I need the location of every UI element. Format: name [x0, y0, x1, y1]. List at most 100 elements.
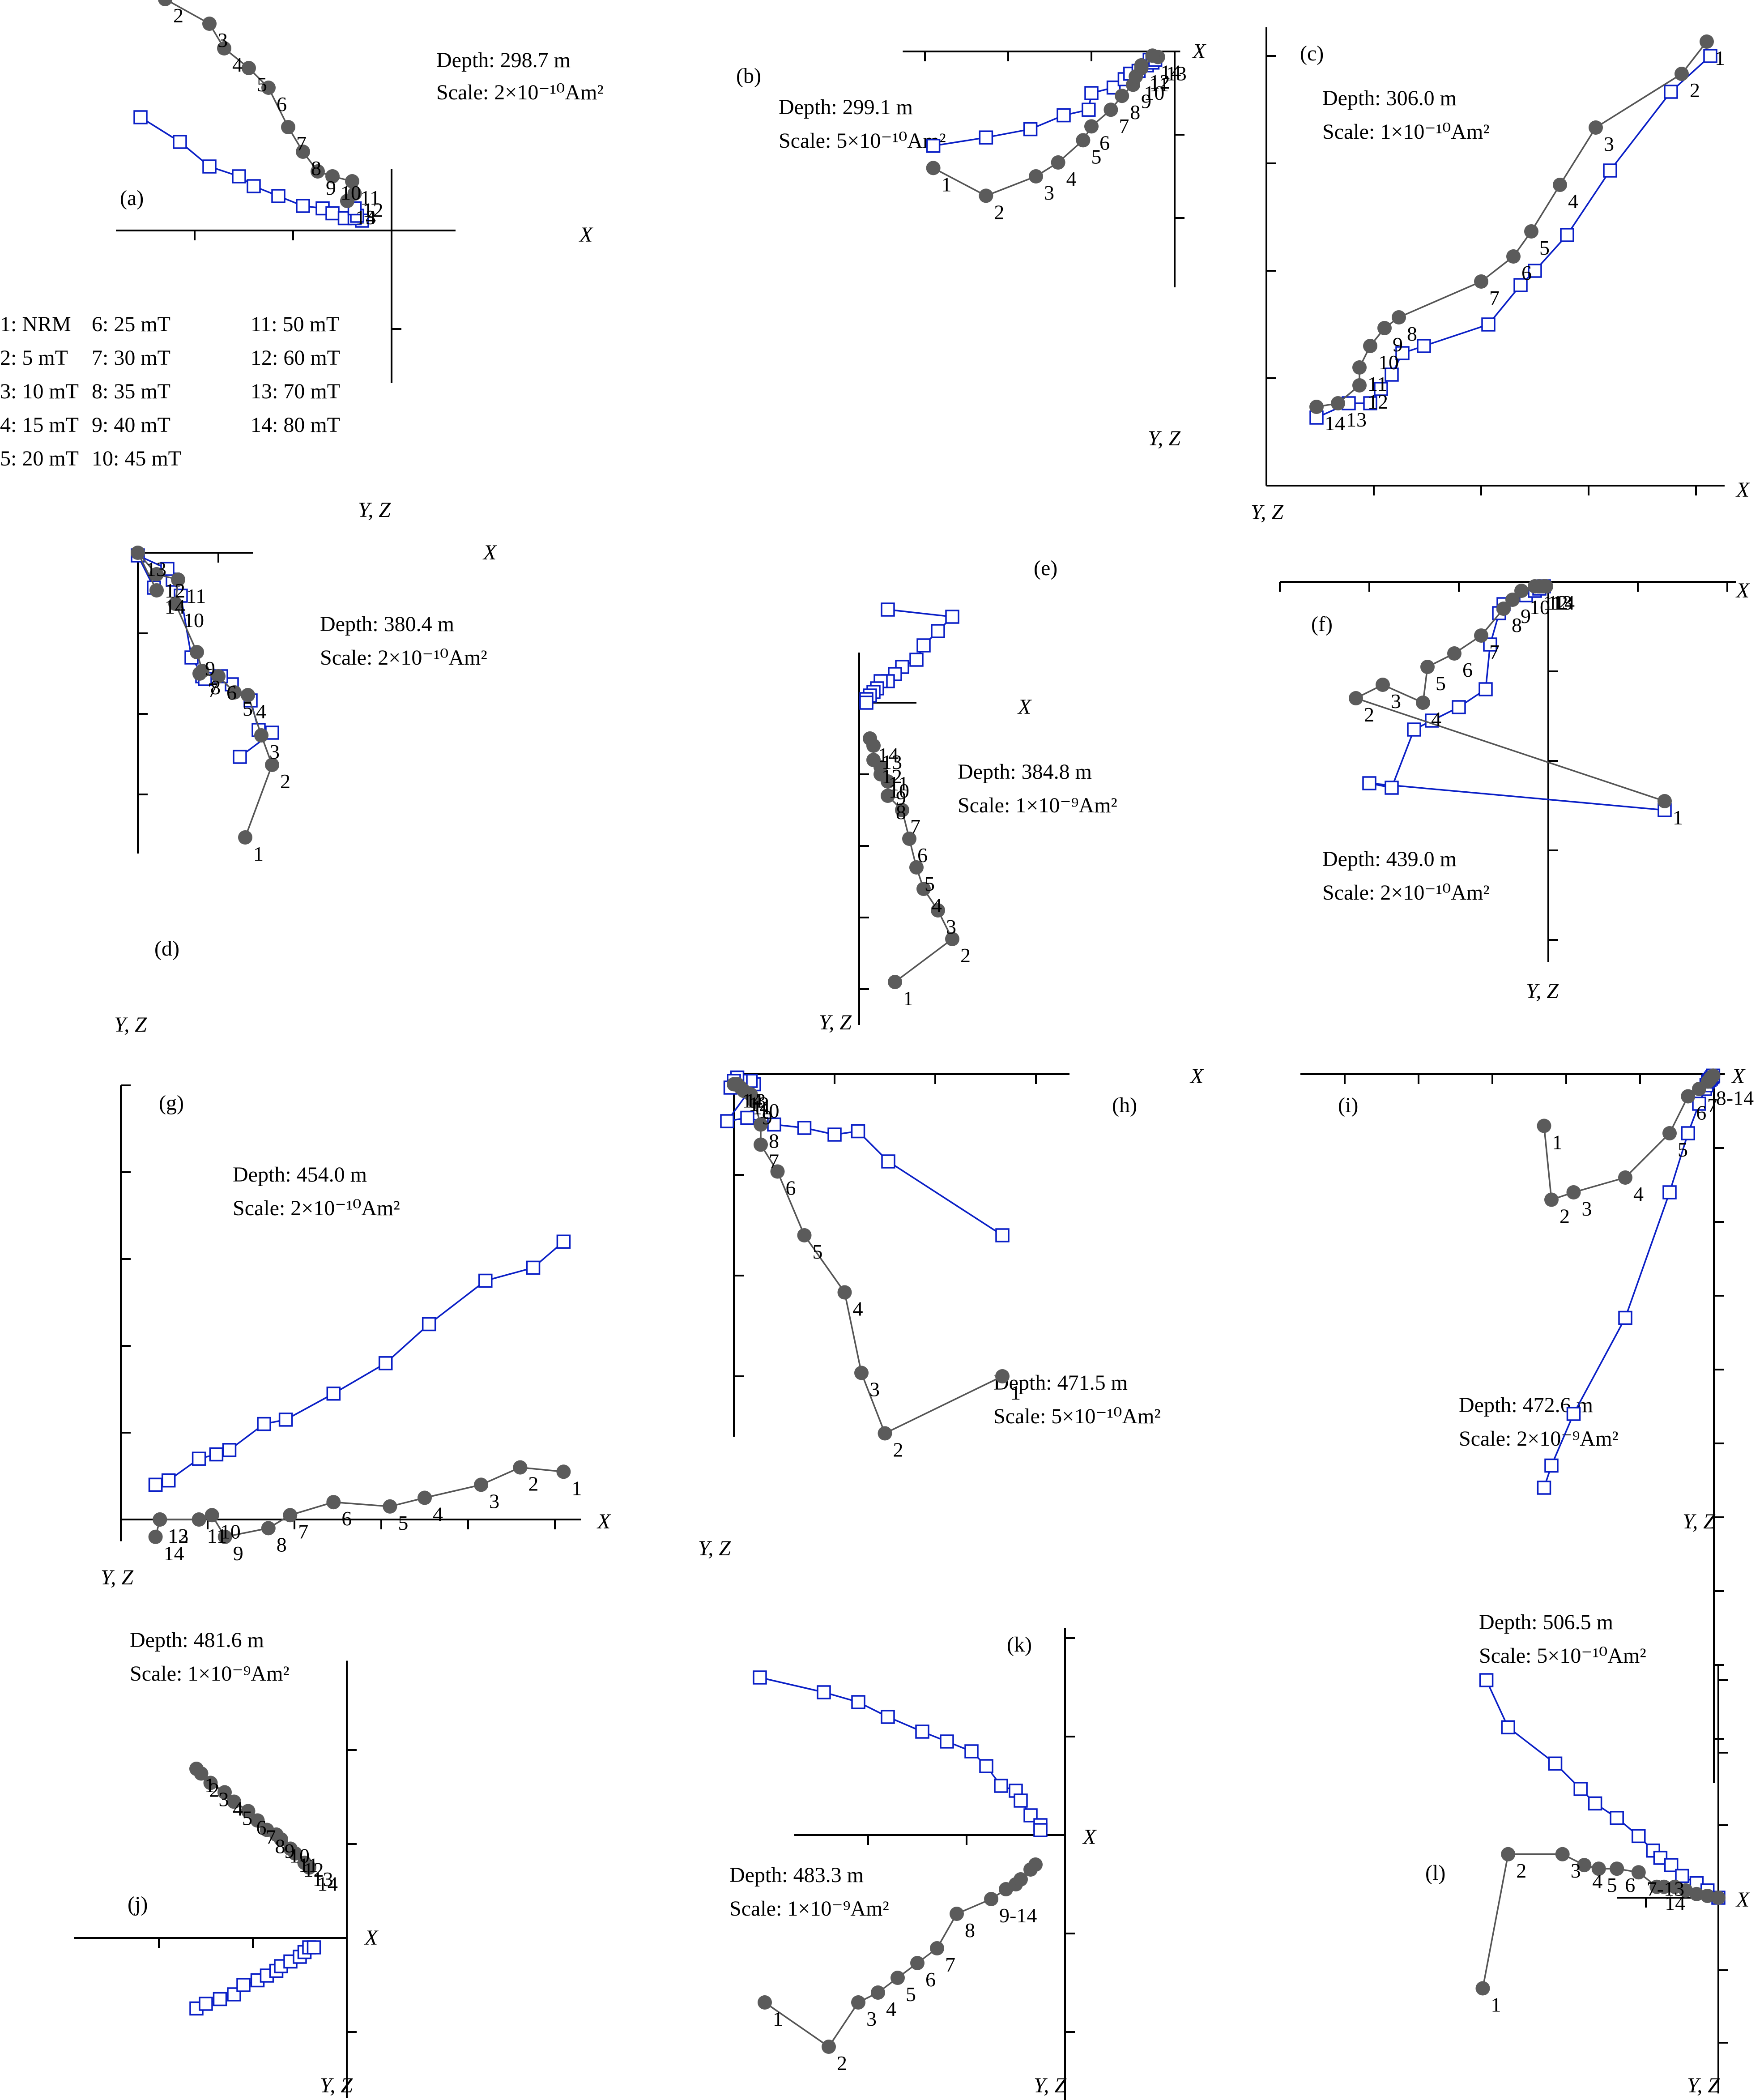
legend-entry: 12: 60 mT	[251, 346, 340, 370]
step-label: 5	[1436, 672, 1446, 695]
horizontal-projection-point	[837, 1285, 852, 1300]
vertical-projection-point	[1481, 317, 1496, 332]
horizontal-projection-point	[1662, 1126, 1677, 1140]
horizontal-projection-point	[281, 120, 295, 134]
horizontal-projection-point	[211, 669, 226, 683]
vertical-projection-line	[759, 1677, 1041, 1830]
step-label: 2	[837, 2052, 847, 2074]
step-label: 3	[946, 915, 956, 938]
horizontal-projection-point	[1474, 274, 1488, 289]
step-label: 14	[317, 1873, 338, 1895]
step-label: 3	[219, 1788, 229, 1811]
step-label: 9-14	[999, 1904, 1037, 1927]
vertical-projection-point	[278, 1413, 293, 1427]
horizontal-projection-point	[1537, 1118, 1551, 1133]
horizontal-projection-point	[754, 1137, 768, 1152]
step-label: 8	[1407, 322, 1417, 345]
scale-label: Scale: 2×10⁻¹⁰Am²	[320, 646, 487, 670]
x-axis-label: X	[1189, 1064, 1204, 1088]
horizontal-projection-point	[340, 194, 354, 208]
horizontal-projection-point	[881, 789, 895, 803]
step-label: 13	[1166, 62, 1187, 85]
horizontal-projection-point	[1475, 1981, 1490, 1996]
vertical-projection-point	[881, 1710, 895, 1724]
step-label: 12	[1150, 70, 1170, 93]
panel-label: (l)	[1425, 1861, 1445, 1885]
horizontal-projection-point	[945, 932, 959, 946]
step-label: 8	[1512, 614, 1522, 636]
scale-label: Scale: 5×10⁻¹⁰Am²	[993, 1404, 1161, 1428]
step-label: 5	[1539, 236, 1550, 259]
vertical-projection-point	[307, 1940, 321, 1955]
step-label: 9	[1521, 605, 1531, 627]
horizontal-projection-point	[891, 1971, 905, 1985]
step-label: 11	[1368, 372, 1387, 395]
horizontal-projection-point	[265, 758, 279, 772]
vertical-projection-point	[1033, 1823, 1048, 1837]
vertical-projection-point	[979, 130, 993, 145]
step-label: 5	[243, 697, 253, 720]
legend-entry: 8: 35 mT	[92, 380, 170, 403]
depth-label: Depth: 384.8 m	[958, 760, 1092, 784]
horizontal-projection-point	[995, 1369, 1010, 1383]
horizontal-projection-point	[274, 1832, 288, 1847]
y-axis-label: Y, Z	[1034, 2074, 1067, 2097]
step-label: 9	[233, 1542, 243, 1565]
legend-entry: 7: 30 mT	[92, 346, 170, 370]
horizontal-projection-point	[227, 1794, 241, 1809]
legend-entry: 14: 80 mT	[251, 413, 340, 437]
horizontal-projection-point	[1657, 1879, 1671, 1894]
horizontal-projection-point	[1706, 1068, 1721, 1083]
vertical-projection-point	[1610, 1811, 1624, 1825]
scale-label: Scale: 5×10⁻¹⁰Am²	[1479, 1644, 1646, 1668]
horizontal-projection-point	[1505, 593, 1520, 607]
step-label: 1	[1010, 1381, 1021, 1404]
vertical-projection-point	[161, 1473, 176, 1488]
vertical-projection-point	[202, 159, 217, 174]
step-label: 8	[965, 1919, 975, 1942]
vertical-projection-point	[199, 1997, 213, 2011]
horizontal-projection-point	[727, 1077, 741, 1092]
step-label: 8	[769, 1130, 779, 1152]
vertical-projection-point	[227, 1987, 241, 2002]
step-label: 13	[882, 751, 902, 773]
vertical-projection-point	[296, 199, 310, 213]
step-label: 10	[1378, 351, 1399, 374]
vertical-projection-point	[257, 1417, 271, 1431]
vertical-projection-point	[1664, 85, 1678, 99]
step-label: 9	[285, 1840, 295, 1862]
step-label: 4	[1066, 167, 1077, 190]
vertical-projection-point	[1395, 346, 1410, 360]
step-label: 14	[164, 1542, 184, 1565]
step-label: 8	[311, 157, 321, 179]
step-label: 3	[1604, 132, 1614, 155]
step-label: 5	[813, 1240, 823, 1263]
step-label: 3	[1391, 690, 1401, 713]
step-label: 11	[298, 1854, 318, 1877]
horizontal-projection-point	[217, 41, 231, 55]
horizontal-projection-point	[311, 164, 325, 179]
vertical-projection-point	[1632, 1829, 1646, 1844]
horizontal-projection-point	[217, 1785, 232, 1800]
step-label: 4	[233, 1797, 243, 1820]
horizontal-projection-point	[158, 0, 172, 6]
depth-label: Depth: 298.7 m	[436, 48, 571, 72]
vertical-projection-point	[133, 110, 148, 124]
step-label: 12	[749, 1093, 769, 1115]
step-label: 2	[960, 944, 971, 967]
horizontal-projection-point	[863, 731, 877, 746]
vertical-projection-point	[1407, 722, 1421, 737]
horizontal-projection-point	[1681, 1089, 1696, 1104]
scale-label: Scale: 1×10⁻⁹Am²	[130, 1662, 290, 1686]
y-axis-label: Y, Z	[358, 498, 391, 522]
horizontal-projection-point	[1115, 89, 1129, 103]
horizontal-projection-point	[1679, 1883, 1693, 1898]
vertical-projection-point	[1417, 339, 1431, 353]
step-label: 3	[1571, 1859, 1581, 1882]
vertical-projection-point	[995, 1228, 1010, 1242]
step-label: 11	[889, 772, 908, 795]
horizontal-projection-point	[979, 188, 993, 203]
